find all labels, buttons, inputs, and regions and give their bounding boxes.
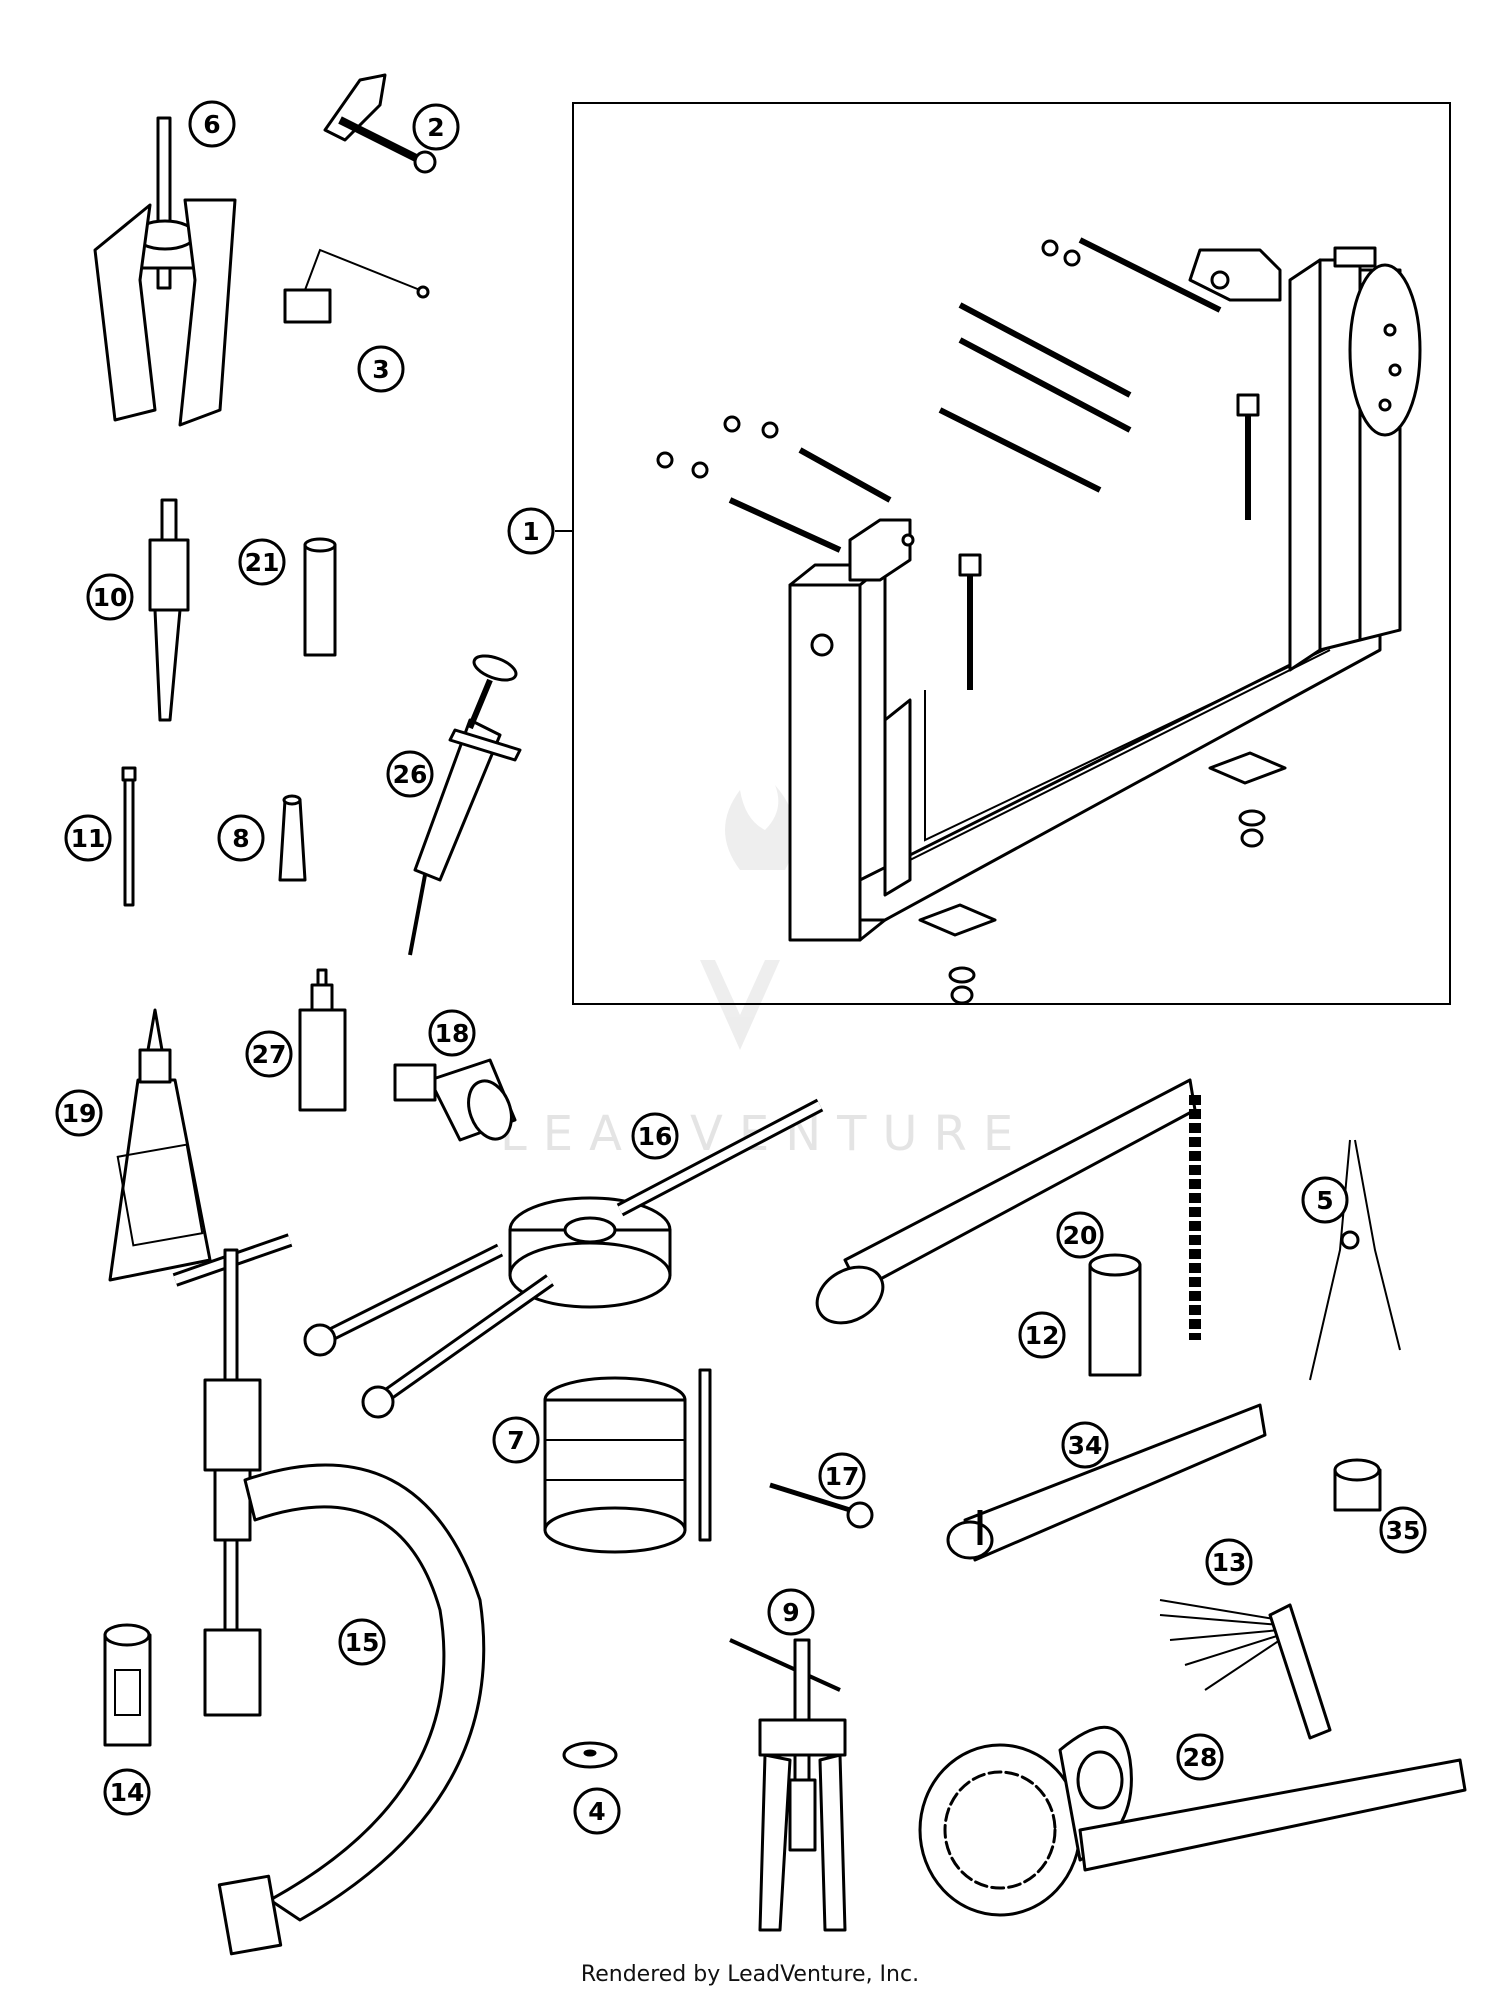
callout-label: 4 bbox=[588, 1797, 605, 1826]
small-screw-illustration bbox=[769, 1482, 874, 1529]
callout-label: 10 bbox=[93, 583, 128, 612]
pin-spanner-illustration bbox=[946, 1403, 1267, 1562]
callout-35: 35 bbox=[1379, 1506, 1427, 1554]
callout-label: 2 bbox=[427, 113, 444, 142]
oil-bottle-illustration bbox=[298, 968, 347, 1112]
chain-wrench-illustration bbox=[815, 1078, 1201, 1340]
circlip-pliers-illustration bbox=[1309, 1139, 1401, 1381]
callout-label: 27 bbox=[252, 1040, 287, 1069]
washer-illustration bbox=[562, 1741, 618, 1769]
callout-label: 14 bbox=[110, 1778, 145, 1807]
callout-label: 5 bbox=[1316, 1186, 1333, 1215]
callout-18: 18 bbox=[428, 1009, 476, 1057]
callout-1: 1 bbox=[507, 507, 555, 555]
callout-2: 2 bbox=[412, 103, 460, 151]
callout-27: 27 bbox=[245, 1030, 293, 1078]
callout-7: 7 bbox=[492, 1416, 540, 1464]
piston-ring-compressor-illustration bbox=[543, 1368, 712, 1554]
callout-label-17: 17 bbox=[825, 1462, 860, 1491]
callout-13: 13 bbox=[1205, 1538, 1253, 1586]
callout-label: 12 bbox=[1025, 1321, 1060, 1350]
pin-punch-illustration bbox=[121, 766, 137, 907]
callout-label: 6 bbox=[203, 110, 220, 139]
callout-5: 5 bbox=[1301, 1176, 1349, 1224]
callout-label: 3 bbox=[372, 355, 389, 384]
valve-spring-compressor-illustration bbox=[172, 1233, 486, 1956]
callout-label: 11 bbox=[71, 824, 106, 853]
callout-15: 15 bbox=[338, 1618, 386, 1666]
socket-tool-illustration bbox=[393, 1058, 517, 1142]
callout-label: 35 bbox=[1386, 1516, 1421, 1545]
callout-label: 1 bbox=[522, 517, 539, 546]
logo-v-icon bbox=[700, 960, 780, 1050]
callout-3: 3 bbox=[357, 345, 405, 393]
pin-bracket-illustration bbox=[323, 73, 437, 174]
spacer-illustration bbox=[303, 537, 337, 657]
callout-21: 21 bbox=[238, 538, 286, 586]
callout-label-7: 7 bbox=[507, 1426, 524, 1455]
jaw-puller-illustration bbox=[93, 116, 237, 427]
callout-12: 12 bbox=[1018, 1311, 1066, 1359]
small-bottle-illustration bbox=[278, 794, 307, 882]
callout-label: 26 bbox=[393, 760, 428, 789]
callout-label: 16 bbox=[638, 1122, 673, 1151]
callout-label: 13 bbox=[1212, 1548, 1247, 1577]
callout-6: 6 bbox=[188, 100, 236, 148]
callout-16: 16 bbox=[631, 1112, 679, 1160]
callout-10: 10 bbox=[86, 573, 134, 621]
sleeve-illustration bbox=[1088, 1253, 1142, 1377]
adapter-illustration bbox=[103, 1623, 152, 1747]
flywheel-puller-illustration bbox=[303, 1098, 824, 1419]
nut-illustration bbox=[1333, 1458, 1382, 1512]
holding-wrench-illustration bbox=[918, 1725, 1467, 1917]
callout-label: 18 bbox=[435, 1019, 470, 1048]
threadlocker-tube-illustration bbox=[108, 1008, 212, 1282]
callout-label: 15 bbox=[345, 1628, 380, 1657]
callout-label: 19 bbox=[62, 1099, 97, 1128]
engine-stand-illustration bbox=[555, 102, 1451, 1005]
callout-20: 20 bbox=[1056, 1211, 1104, 1259]
callout-label: 34 bbox=[1068, 1431, 1103, 1460]
callout-19: 19 bbox=[55, 1089, 103, 1137]
callout-11: 11 bbox=[64, 814, 112, 862]
callout-label: 28 bbox=[1183, 1743, 1218, 1772]
callout-9: 9 bbox=[767, 1588, 815, 1636]
callout-label: 20 bbox=[1063, 1221, 1098, 1250]
slide-hammer-illustration bbox=[148, 498, 190, 722]
callout-17: 17 bbox=[818, 1452, 866, 1500]
callout-4: 4 bbox=[573, 1787, 621, 1835]
callout-34: 34 bbox=[1061, 1421, 1109, 1469]
callout-label: 21 bbox=[245, 548, 280, 577]
callout-28: 28 bbox=[1176, 1733, 1224, 1781]
footer-credit: Rendered by LeadVenture, Inc. bbox=[580, 1962, 920, 1987]
flame-icon bbox=[725, 785, 796, 870]
callout-8: 8 bbox=[217, 814, 265, 862]
small-puller-illustration bbox=[729, 1638, 847, 1932]
callout-26: 26 bbox=[386, 750, 434, 798]
holder-clip-illustration bbox=[283, 248, 430, 324]
stand-frame-box bbox=[572, 102, 1451, 1005]
grease-syringe-illustration bbox=[408, 654, 522, 956]
feeler-gauge-illustration bbox=[1159, 1599, 1332, 1740]
callout-14: 14 bbox=[103, 1768, 151, 1816]
callout-label: 8 bbox=[232, 824, 249, 853]
callout-label: 9 bbox=[782, 1598, 799, 1627]
